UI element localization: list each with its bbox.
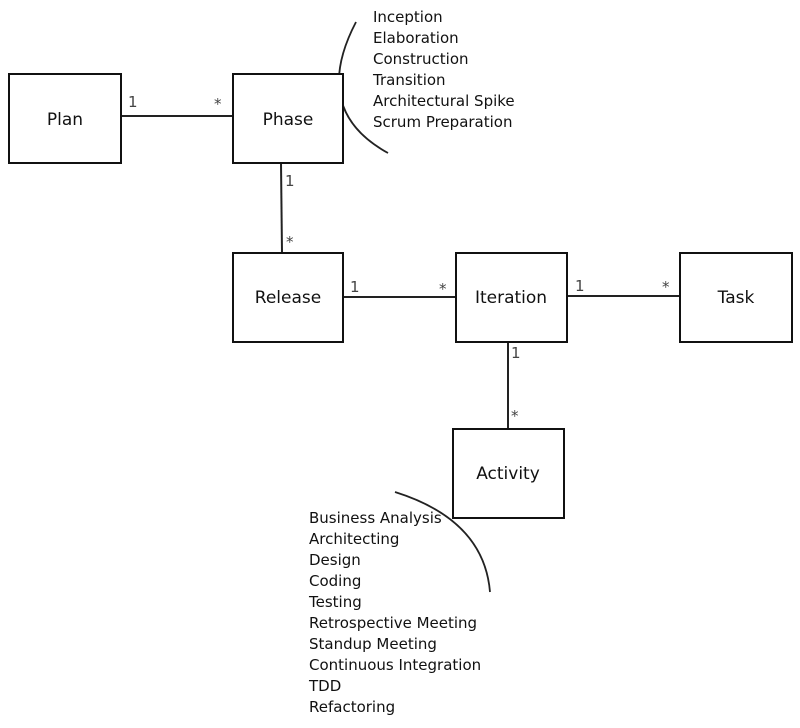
iteration-task-to-multiplicity: * — [662, 278, 670, 296]
release-iteration-to-multiplicity: * — [439, 280, 447, 298]
phase-release-connector — [280, 162, 283, 254]
plan-phase-from-multiplicity: 1 — [128, 93, 138, 111]
activity-types-arc — [394, 491, 491, 593]
activity-types-list: Business Analysis Architecting Design Co… — [308, 509, 481, 716]
iteration-node: Iteration — [455, 252, 568, 343]
phase-type-item: Elaboration — [373, 29, 459, 47]
release-node: Release — [232, 252, 344, 343]
phase-release-from-multiplicity: 1 — [285, 172, 295, 190]
plan-phase-to-multiplicity: * — [214, 95, 222, 113]
activity-type-item: Continuous Integration — [309, 656, 481, 674]
iteration-node-label: Iteration — [475, 288, 547, 308]
task-node-label: Task — [717, 288, 755, 308]
phase-node-label: Phase — [263, 110, 314, 130]
activity-node-label: Activity — [476, 464, 540, 484]
plan-node-label: Plan — [47, 110, 83, 130]
iteration-task-from-multiplicity: 1 — [575, 277, 585, 295]
phase-type-item: Scrum Preparation — [373, 113, 512, 131]
activity-type-item: Testing — [308, 593, 362, 611]
activity-type-item: Refactoring — [309, 698, 395, 716]
activity-type-item: Architecting — [309, 530, 399, 548]
release-iteration-from-multiplicity: 1 — [350, 278, 360, 296]
activity-type-item: Standup Meeting — [309, 635, 437, 653]
phase-type-item: Construction — [373, 50, 469, 68]
phase-type-item: Transition — [372, 71, 446, 89]
task-node: Task — [679, 252, 793, 343]
phase-node: Phase — [232, 73, 344, 164]
activity-type-item: TDD — [308, 677, 341, 695]
activity-type-item: Coding — [309, 572, 361, 590]
activity-type-item: Design — [309, 551, 361, 569]
phase-release-to-multiplicity: * — [286, 233, 294, 251]
phase-types-list: Inception Elaboration Construction Trans… — [372, 8, 515, 131]
plan-node: Plan — [8, 73, 122, 164]
phase-type-item: Inception — [373, 8, 443, 26]
activity-node: Activity — [452, 428, 565, 519]
iteration-activity-from-multiplicity: 1 — [511, 344, 521, 362]
release-node-label: Release — [255, 288, 321, 308]
activity-type-item: Retrospective Meeting — [309, 614, 477, 632]
phase-type-item: Architectural Spike — [373, 92, 515, 110]
activity-type-item: Business Analysis — [309, 509, 442, 527]
iteration-activity-to-multiplicity: * — [511, 407, 519, 425]
